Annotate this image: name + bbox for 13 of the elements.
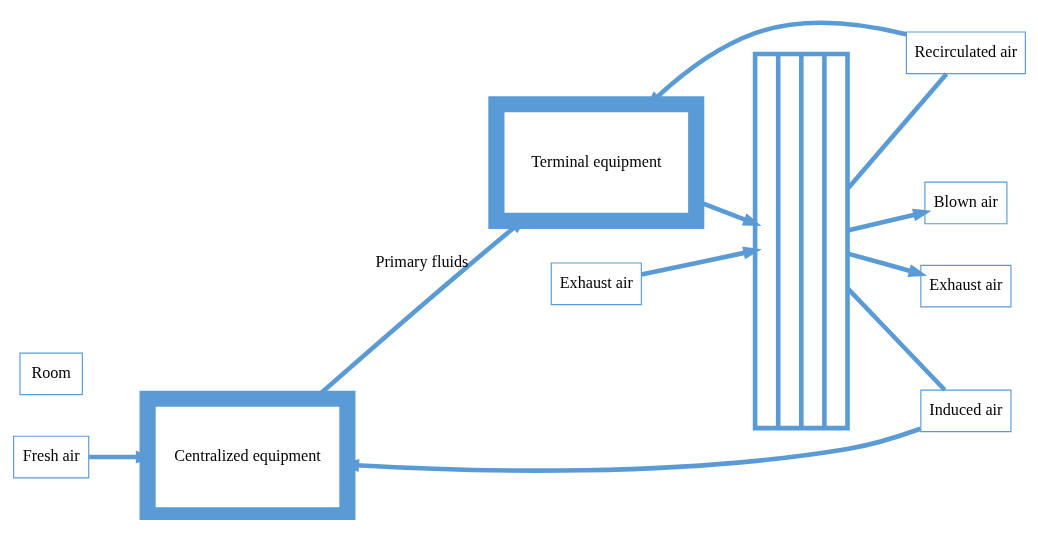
node-box: Induced air	[919, 389, 1011, 432]
node-box: Blown air	[923, 181, 1007, 224]
node-box: Exhaust air	[550, 261, 642, 305]
node-box: Terminal equipment	[487, 95, 704, 229]
node-box: Centralized equipment	[139, 390, 355, 520]
node-box: Fresh air	[12, 435, 89, 478]
arrow	[640, 246, 762, 277]
edge-label: Primary fluids	[374, 252, 468, 270]
node-box: Room	[18, 352, 83, 395]
node-box: Exhaust air	[919, 264, 1011, 307]
arrow	[846, 208, 932, 233]
node-box: Recirculated air	[905, 30, 1026, 74]
arrow	[846, 250, 927, 277]
